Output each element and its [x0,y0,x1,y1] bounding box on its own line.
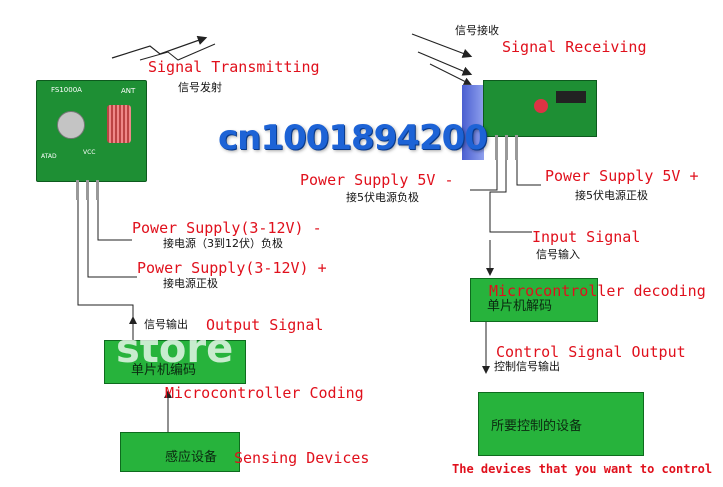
transmitter-module: FS1000A ANT ATAD VCC [36,80,147,182]
transmitter-coil [107,105,131,143]
sensing-devices-label: Sensing Devices [234,449,370,467]
transmitter-vcc-label: VCC [83,149,96,156]
rx-supply-pos-zh: 接5伏电源正极 [575,189,648,202]
receiver-module [483,80,597,137]
transmit-signal-zh: 信号发射 [178,81,222,94]
transmitter-pins [72,180,104,200]
transmit-wave-2 [139,43,216,61]
output-signal-zh: 信号输出 [144,318,188,331]
store-watermark: store [116,326,234,372]
receiver-blue-edge [462,85,484,160]
receive-arrow-1 [411,33,473,58]
controlled-devices-box: 所要控制的设备 [478,392,644,456]
microcontroller-coding-box-label: 单片机编码 [131,363,197,378]
microcontroller-decoding-box-label: 单片机解码 [487,299,553,314]
rx-supply-pos-label: Power Supply 5V + [545,167,699,185]
tx-supply-neg-label: Power Supply(3-12V) - [132,219,322,237]
tx-supply-pos-label: Power Supply(3-12V) + [137,259,327,277]
transmit-wave-1 [111,35,208,59]
output-signal-label: Output Signal [206,316,324,334]
transmitter-chip-label: FS1000A [51,86,82,94]
controlled-devices-box-label: 所要控制的设备 [491,419,583,434]
tx-pos-line [87,200,137,278]
tx-supply-neg-zh: 接电源（3到12伏）负极 [163,237,283,250]
sensing-devices-box: 感应设备 [120,432,240,472]
transmitter-crystal [57,111,85,139]
rx-supply-neg-label: Power Supply 5V - [300,171,454,189]
microcontroller-decoding-label: Microcontroller decoding [489,282,706,300]
receiver-chip [534,99,548,113]
transmitter-ant-label: ANT [121,87,136,95]
tx-supply-pos-zh: 接电源正极 [163,277,218,290]
controlled-devices-label: The devices that you want to control [452,462,713,476]
rx-neg-line [470,160,498,191]
tx-out-line [77,200,134,322]
control-signal-zh: 控制信号输出 [494,360,560,373]
rx-supply-neg-zh: 接5伏电源负极 [346,191,419,204]
receive-signal-label: Signal Receiving [502,38,647,56]
microcontroller-coding-box: 单片机编码 [104,340,246,384]
receive-signal-zh: 信号接收 [455,24,499,37]
receiver-pins [488,135,528,160]
tx-neg-line [97,200,132,241]
microcontroller-decoding-box: 单片机解码 [470,278,598,322]
microcontroller-coding-label: Microcontroller Coding [165,384,364,402]
sensing-devices-box-label: 感应设备 [165,450,218,465]
transmitter-pin-label: ATAD [41,153,57,160]
brand-watermark: cn1001894200 [218,118,488,158]
rx-in-line [489,160,532,233]
rx-pos-line [516,160,541,186]
transmit-signal-label: Signal Transmitting [148,58,320,76]
receiver-ic [556,91,586,103]
receive-arrow-3 [429,63,472,85]
input-signal-label: Input Signal [532,228,641,246]
input-signal-zh: 信号输入 [536,248,580,261]
receive-arrow-2 [417,51,473,76]
control-signal-label: Control Signal Output [496,343,686,361]
